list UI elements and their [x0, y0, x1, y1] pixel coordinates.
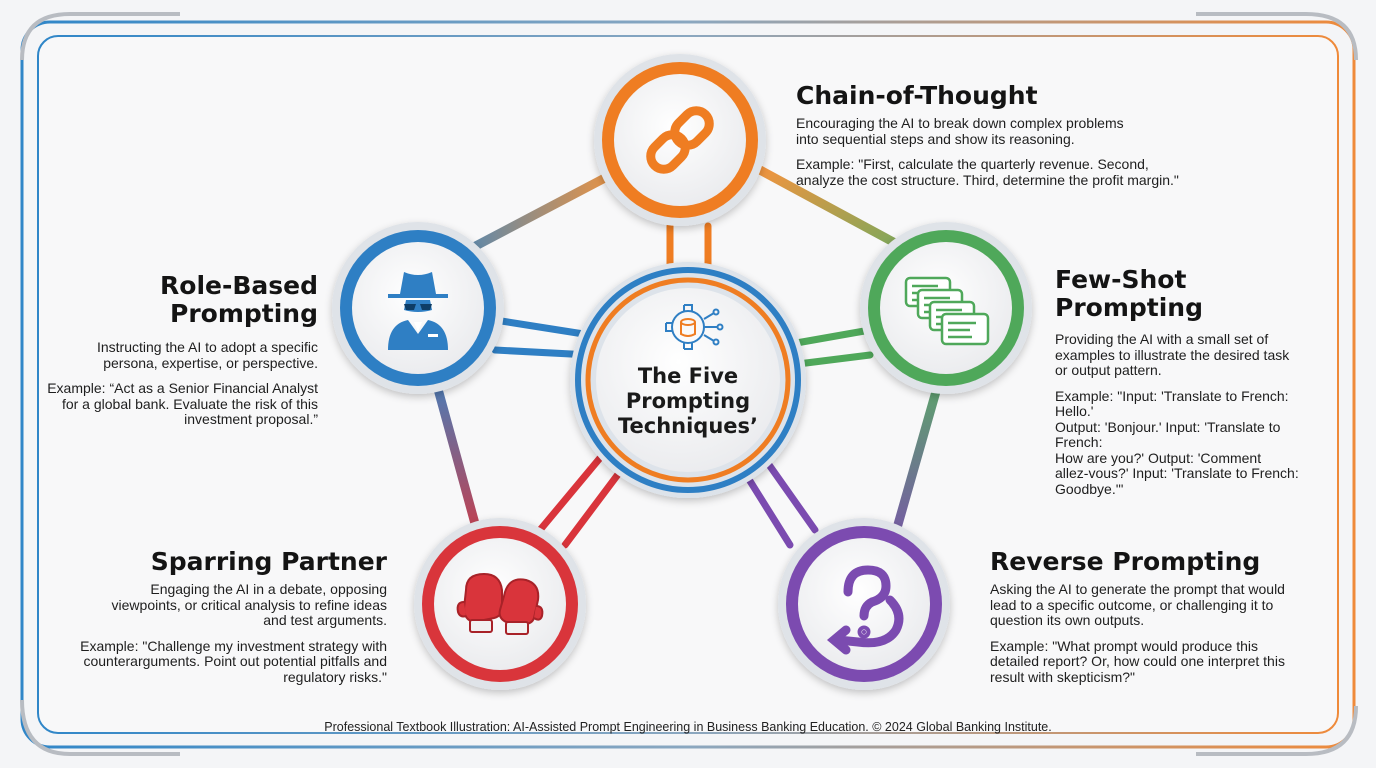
boxing-gloves-icon — [456, 572, 544, 635]
example-line: result with skepticism?" — [990, 668, 1136, 685]
reverse-prompting-title: Reverse Prompting — [990, 548, 1330, 576]
title-line: Prompting — [170, 299, 318, 328]
center-title: The Five Prompting Techniques’ — [600, 364, 776, 439]
footer-caption: Professional Textbook Illustration: AI-A… — [324, 720, 1052, 734]
message-cards-icon — [904, 276, 990, 346]
center-hub — [570, 262, 806, 498]
chain-link-icon — [646, 106, 714, 174]
description-line: Providing the AI with a small set of — [1055, 331, 1269, 347]
description-line: Engaging the AI in a debate, opposing — [150, 581, 387, 597]
title-line: Few-Shot — [1055, 265, 1187, 294]
description-line: persona, expertise, or perspective. — [103, 354, 318, 371]
sparring-partner-example: Example: "Challenge my investment strate… — [40, 637, 387, 686]
sparring-partner-description: Engaging the AI in a debate, opposing vi… — [40, 581, 387, 686]
description-line: or output pattern. — [1055, 362, 1162, 378]
role-based-title: Role-Based Prompting — [40, 272, 318, 328]
chain-of-thought-example: Example: "First, calculate the quarterly… — [796, 156, 1316, 188]
description-line: lead to a specific outcome, or challengi… — [990, 596, 1274, 613]
few-shot-title: Few-Shot Prompting — [1055, 266, 1330, 322]
node-role-based — [332, 222, 504, 394]
chain-of-thought-block: Chain-of-Thought Encouraging the AI to b… — [796, 82, 1316, 198]
title-line: Prompting — [1055, 293, 1203, 322]
role-based-description: Instructing the AI to adopt a specific p… — [40, 339, 318, 428]
description-line: Encouraging the AI to break down complex… — [796, 115, 1124, 131]
example-line: How are you?' Output: 'Comment — [1055, 449, 1262, 466]
center-title-line: Techniques’ — [617, 414, 759, 438]
example-line: investment proposal.” — [184, 411, 318, 427]
center-title-line: Prompting — [625, 389, 751, 413]
description-line: and test arguments. — [263, 612, 387, 628]
title-line: Chain-of-Thought — [796, 81, 1038, 110]
few-shot-block: Few-Shot Prompting Providing the AI with… — [1055, 266, 1330, 507]
title-line: Reverse Prompting — [990, 547, 1261, 576]
chain-of-thought-description: Encouraging the AI to break down complex… — [796, 115, 1316, 188]
description-line: Asking the AI to generate the prompt tha… — [990, 581, 1285, 597]
description-line: viewpoints, or critical analysis to refi… — [111, 596, 387, 613]
example-line: Goodbye.'" — [1055, 480, 1124, 497]
title-line: Sparring Partner — [150, 547, 387, 576]
description-line: into sequential steps and show its reaso… — [796, 130, 1075, 147]
title-line: Role-Based — [160, 271, 318, 300]
example-line: allez-vous?' Input: 'Translate to French… — [1055, 465, 1299, 481]
example-line: regulatory risks." — [283, 668, 387, 685]
example-line: detailed report? Or, how could one inter… — [990, 653, 1285, 669]
description-line: examples to illustrate the desired task — [1055, 346, 1290, 363]
example-line: Output: 'Bonjour.' Input: 'Translate to … — [1055, 418, 1281, 450]
chain-of-thought-title: Chain-of-Thought — [796, 82, 1316, 110]
gear-chip-icon — [665, 304, 724, 350]
description-line: question its own outputs. — [990, 612, 1145, 628]
few-shot-description: Providing the AI with a small set of exa… — [1055, 331, 1330, 498]
reverse-prompting-description: Asking the AI to generate the prompt tha… — [990, 581, 1330, 686]
example-line: Example: "What prompt would produce this — [990, 637, 1258, 654]
example-line: counterarguments. Point out potential pi… — [83, 653, 387, 669]
few-shot-example: Example: "Input: 'Translate to French: H… — [1055, 387, 1330, 498]
question-loop-icon — [826, 565, 904, 655]
role-based-example: Example: “Act as a Senior Financial Anal… — [40, 380, 318, 428]
role-based-block: Role-Based Prompting Instructing the AI … — [40, 272, 318, 438]
example-line: Example: “Act as a Senior Financial Anal… — [47, 380, 318, 396]
center-title-line: The Five — [637, 364, 739, 388]
example-line: for a global bank. Evaluate the risk of … — [61, 395, 318, 412]
detective-icon — [388, 272, 448, 350]
sparring-partner-block: Sparring Partner Engaging the AI in a de… — [40, 548, 387, 695]
reverse-prompting-block: Reverse Prompting Asking the AI to gener… — [990, 548, 1330, 695]
example-line: Example: "Input: 'Translate to French: H… — [1055, 387, 1289, 419]
example-line: Example: "First, calculate the quarterly… — [796, 156, 1149, 172]
reverse-prompting-example: Example: "What prompt would produce this… — [990, 637, 1330, 686]
description-line: Instructing the AI to adopt a specific — [96, 339, 318, 355]
example-line: Example: "Challenge my investment strate… — [80, 637, 387, 654]
example-line: analyze the cost structure. Third, deter… — [796, 171, 1179, 188]
sparring-partner-title: Sparring Partner — [40, 548, 387, 576]
